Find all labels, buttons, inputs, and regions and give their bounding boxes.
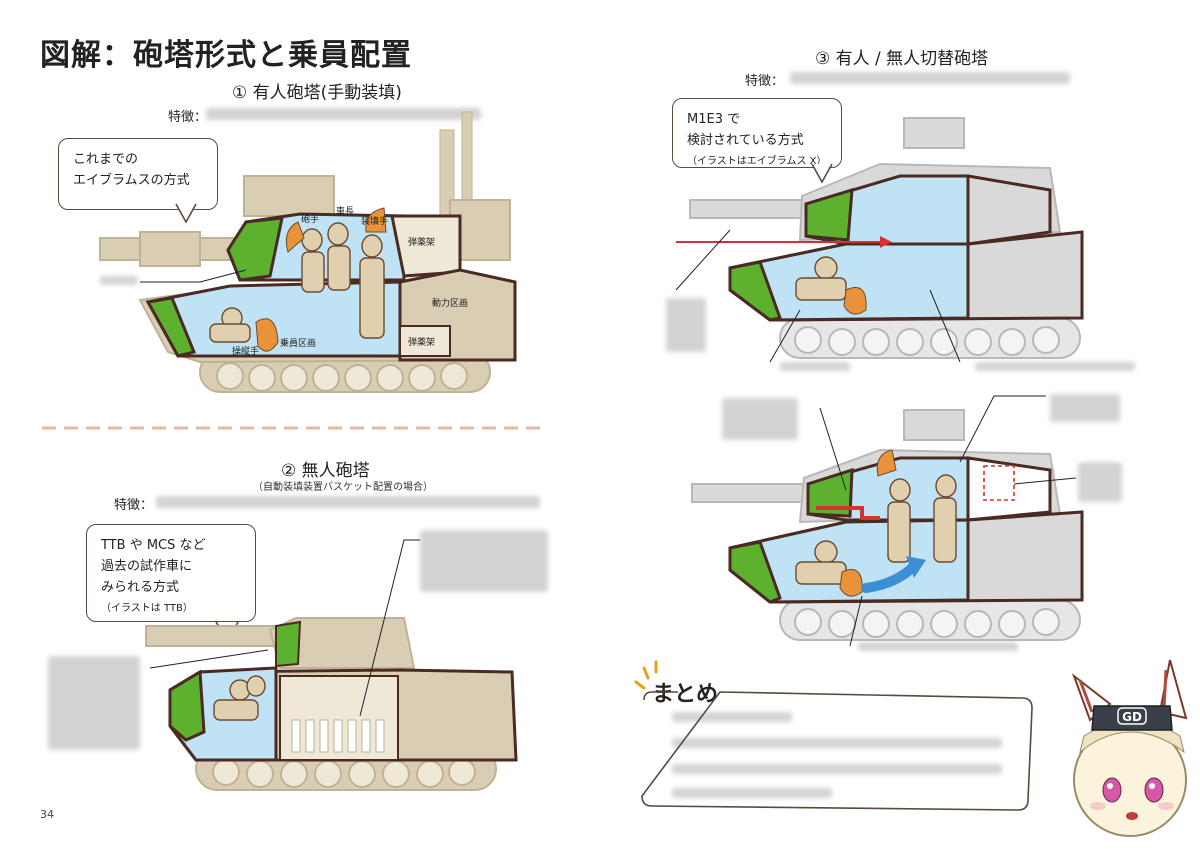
section1-heading: ① 有人砲塔(手動装填) xyxy=(232,83,402,103)
section2-heading: ② 無人砲塔 xyxy=(281,461,370,481)
label-loader: 装填手 xyxy=(361,215,388,227)
summary-box xyxy=(634,660,1033,811)
tank2 xyxy=(145,539,518,791)
gun-label-obscured xyxy=(100,276,138,285)
section2-note-obscured xyxy=(420,530,548,592)
section3-bubble: M1E3 で 検討されている方式 （イラストはエイブラムス X） xyxy=(672,98,842,168)
section2-bubble-note: （イラストは TTB） xyxy=(101,603,193,614)
mode-note-right-obscured xyxy=(1050,394,1120,422)
summary-heading: まとめ xyxy=(652,682,719,707)
section3-feature-text-obscured xyxy=(790,72,1070,84)
summary-line4-obscured xyxy=(672,788,832,798)
section1-bubble-tail xyxy=(175,203,197,224)
page-number: 34 xyxy=(40,808,54,821)
section2-subheading: （自動装填装置バスケット配置の場合） xyxy=(253,482,433,493)
section3-turret-label-obscured xyxy=(975,362,1135,371)
mode-note-left-obscured xyxy=(722,398,798,440)
section1-bubble: これまでの エイブラムスの方式 xyxy=(58,138,218,210)
section2-bubble: TTB や MCS など 過去の試作車に みられる方式 （イラストは TTB） xyxy=(86,524,256,622)
tank3-bottom xyxy=(691,395,1084,647)
mascot: GD xyxy=(1071,659,1188,837)
section2-bubble-line3: みられる方式 xyxy=(101,580,180,595)
section2-side-note-obscured xyxy=(48,656,140,750)
section2-feature-text-obscured xyxy=(156,496,540,508)
label-ammo-rack-upper: 弾薬架 xyxy=(408,236,435,248)
section3-bubble-line2: 検討されている方式 xyxy=(687,133,804,148)
label-ammo-rack-lower: 弾薬架 xyxy=(408,336,435,348)
section1-bubble-line1: これまでの xyxy=(73,152,139,167)
label-crew: 乗員区画 xyxy=(280,337,316,349)
section3-side-note-obscured xyxy=(666,298,706,352)
label-driver: 操縦手 xyxy=(232,345,259,357)
label-gunner: 砲手 xyxy=(301,213,319,225)
mascot-badge: GD xyxy=(1122,710,1142,724)
section3-feature-label: 特徴： xyxy=(745,74,785,89)
mode-crew-label-obscured xyxy=(858,642,1018,651)
summary-line1-obscured xyxy=(672,712,792,722)
label-commander: 車長 xyxy=(336,205,354,217)
mode-note-right2-obscured xyxy=(1078,462,1122,502)
section2-feature-label: 特徴： xyxy=(114,498,154,513)
section2-bubble-line2: 過去の試作車に xyxy=(101,559,193,574)
section1-feature-text-obscured xyxy=(206,108,481,120)
page-title: 図解：砲塔形式と乗員配置 xyxy=(40,38,412,73)
tank3-top xyxy=(675,117,1084,363)
summary-line2-obscured xyxy=(672,738,1002,748)
section1-feature-label: 特徴： xyxy=(168,110,208,125)
section3-bubble-tail xyxy=(811,163,833,184)
section1-bubble-line2: エイブラムスの方式 xyxy=(73,173,190,188)
section3-heading: ③ 有人 / 無人切替砲塔 xyxy=(815,49,989,69)
summary-line3-obscured xyxy=(672,764,1002,774)
section3-crew-label-obscured xyxy=(780,362,850,371)
tank1: 砲手 車長 装填手 弾薬架 動力区画 弾薬架 乗員区画 操縦手 xyxy=(99,111,517,393)
label-engine: 動力区画 xyxy=(432,297,468,309)
section3-bubble-note: （イラストはエイブラムス X） xyxy=(687,156,827,167)
section2-bubble-line1: TTB や MCS など xyxy=(101,538,206,553)
section3-bubble-line1: M1E3 で xyxy=(687,112,741,127)
